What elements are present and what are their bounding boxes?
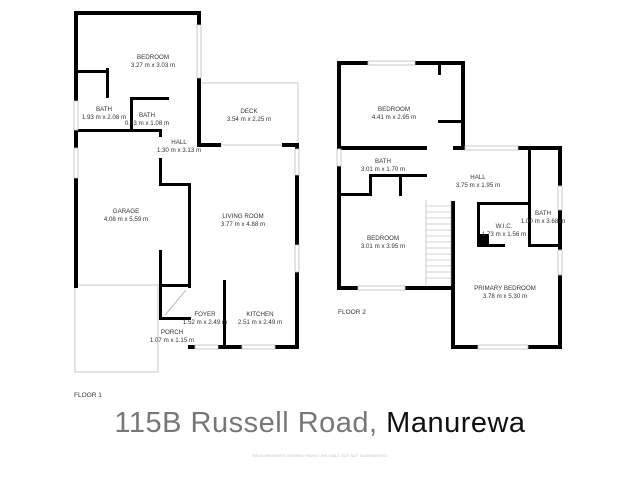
floor-1-windows bbox=[73, 24, 300, 350]
room-size: 1.52 m x 2.49 m bbox=[183, 319, 227, 326]
room-name: W.I.C. bbox=[496, 223, 513, 230]
floor-1-labels: BEDROOM 3.27 m x 3.03 m BATH 1.93 m x 2.… bbox=[74, 54, 282, 399]
room-name: HALL bbox=[470, 174, 486, 181]
room-name: KITCHEN bbox=[246, 311, 273, 318]
floor-1-stairs bbox=[164, 289, 187, 316]
room-size: 3.78 m x 5.30 m bbox=[483, 293, 527, 300]
floor-2-windows bbox=[336, 60, 563, 350]
room-name: FOYER bbox=[194, 311, 216, 318]
room-size: 3.01 m x 1.70 m bbox=[361, 166, 405, 173]
floor-1-plan: BEDROOM 3.27 m x 3.03 m BATH 1.93 m x 2.… bbox=[73, 11, 300, 399]
room-size: 3.77 m x 4.88 m bbox=[221, 221, 265, 228]
room-name: BATH bbox=[96, 106, 112, 113]
room-name: BEDROOM bbox=[378, 106, 410, 113]
room-size: 1.30 m x 3.13 m bbox=[157, 147, 201, 154]
room-name: LIVING ROOM bbox=[222, 213, 263, 220]
property-address: 115B Russell Road, Manurewa bbox=[0, 407, 640, 440]
street-address: 115B Russell Road, bbox=[114, 407, 378, 439]
room-name: HALL bbox=[171, 139, 187, 146]
floor-2-label: FLOOR 2 bbox=[338, 309, 366, 316]
room-size: 3.27 m x 3.03 m bbox=[131, 62, 175, 69]
room-size: 4.41 m x 2.95 m bbox=[372, 114, 416, 121]
room-size: 1.73 m x 1.56 m bbox=[482, 231, 526, 238]
room-name: BEDROOM bbox=[137, 54, 169, 61]
room-name: BEDROOM bbox=[367, 235, 399, 242]
floor-2-plan: BEDROOM 4.41 m x 2.95 m BATH 3.01 m x 1.… bbox=[336, 60, 565, 350]
floor-1-label: FLOOR 1 bbox=[74, 392, 102, 399]
floor-2-labels: BEDROOM 4.41 m x 2.95 m BATH 3.01 m x 1.… bbox=[338, 106, 565, 316]
floor-2-walls bbox=[337, 61, 562, 349]
disclaimer: MEASUREMENTS DEEMED HIGHLY RELIABLE BUT … bbox=[252, 454, 388, 458]
room-size: 1.07 m x 1.15 m bbox=[150, 337, 194, 344]
floor-2-stairs bbox=[425, 200, 452, 285]
porch-outline bbox=[74, 284, 159, 373]
room-size: 3.01 m x 3.95 m bbox=[361, 243, 405, 250]
room-name: GARAGE bbox=[113, 208, 139, 215]
room-name: BATH bbox=[139, 112, 155, 119]
room-size: 0.93 m x 1.08 m bbox=[125, 120, 169, 127]
room-name: BATH bbox=[535, 210, 551, 217]
room-size: 3.75 m x 1.95 m bbox=[456, 182, 500, 189]
room-size: 1.00 m x 3.68 m bbox=[521, 218, 565, 225]
room-name: PORCH bbox=[161, 329, 183, 336]
room-name: DECK bbox=[240, 108, 258, 115]
room-size: 4.08 m x 5.59 m bbox=[104, 216, 148, 223]
room-size: 1.93 m x 2.08 m bbox=[82, 114, 126, 121]
room-name: PRIMARY BEDROOM bbox=[474, 285, 536, 292]
room-size: 2.51 m x 2.49 m bbox=[238, 319, 282, 326]
room-name: BATH bbox=[375, 158, 391, 165]
suburb: Manurewa bbox=[386, 407, 526, 439]
floor-1-walls bbox=[74, 11, 299, 349]
room-size: 3.54 m x 2.25 m bbox=[227, 116, 271, 123]
